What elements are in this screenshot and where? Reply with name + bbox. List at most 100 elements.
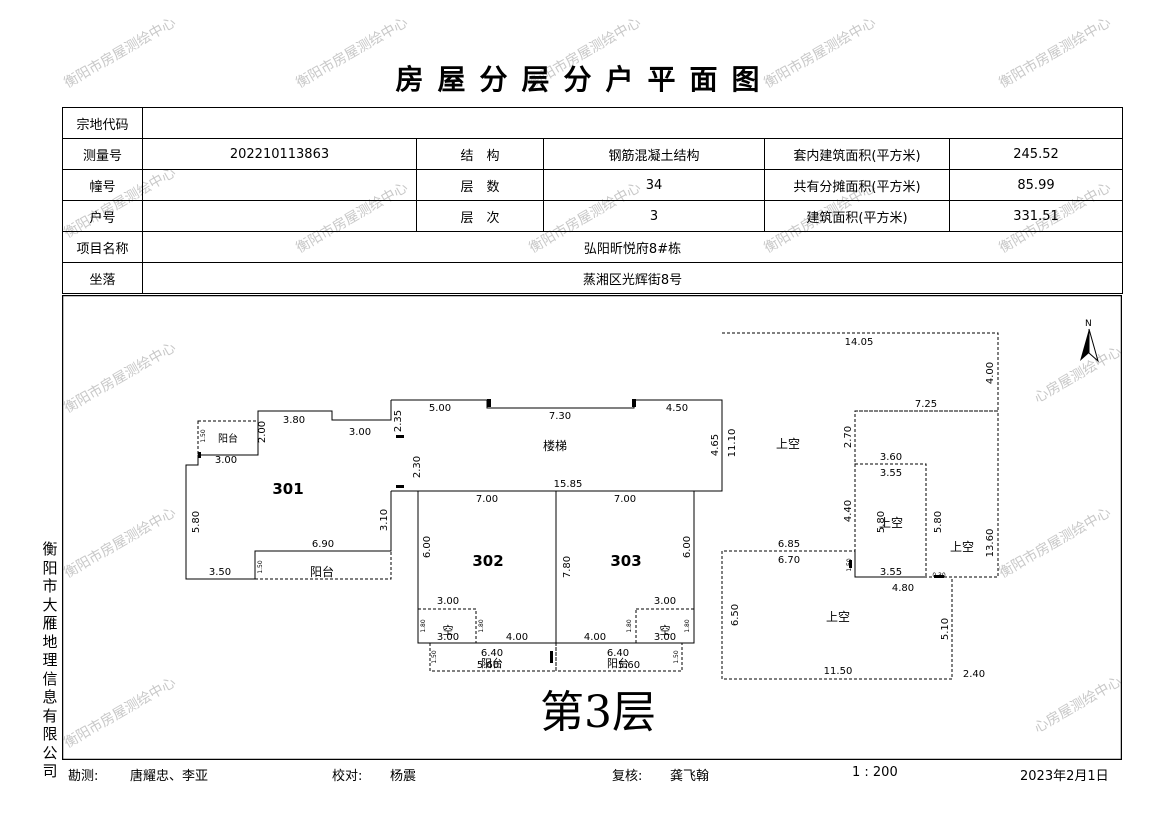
stair-label: 楼梯 <box>543 438 567 453</box>
dim-label: 6.40 <box>481 648 503 659</box>
dim-label: 1.50 <box>257 560 264 574</box>
dim-label: 2.00 <box>257 421 268 443</box>
dim-label: 3.00 <box>215 455 237 466</box>
balcony-302 <box>429 642 557 672</box>
dim-label: 4.00 <box>584 632 606 643</box>
zhuang-value <box>142 169 417 201</box>
jiegou-value: 钢筋混凝土结构 <box>543 138 765 170</box>
dim-label: 3.55 <box>880 468 902 479</box>
dim-label: 7.00 <box>614 494 636 505</box>
dim-label: 5.60 <box>477 660 499 671</box>
dim-label: 0.30 <box>932 572 946 579</box>
wall-303 <box>555 490 695 644</box>
dim-label: 3.00 <box>437 632 459 643</box>
dim-label: 1.50 <box>673 650 680 664</box>
balcony-label: 阳台 <box>218 432 238 445</box>
dim-label: 5.60 <box>618 660 640 671</box>
jiaodui-value: 杨震 <box>390 769 417 784</box>
dim-label: 11.50 <box>824 666 853 677</box>
taonei-label: 套内建筑面积(平方米) <box>764 138 950 170</box>
dim-label: 4.40 <box>843 500 854 522</box>
zhuang-label: 幢号 <box>62 169 143 201</box>
dim-label: 2.35 <box>393 410 404 432</box>
dim-label: 5.80 <box>933 511 944 533</box>
hu-value <box>142 200 417 232</box>
cengshu-label: 层 数 <box>416 169 544 201</box>
fuhe-label: 复核: <box>612 769 643 784</box>
void-bottom <box>721 551 953 680</box>
dim-label: 14.05 <box>845 337 874 348</box>
cengci-label: 层 次 <box>416 200 544 232</box>
celiang-label: 测量号 <box>62 138 143 170</box>
north-arrow-icon: N <box>1080 319 1099 363</box>
dim-label: 1.80 <box>478 619 485 633</box>
dim-label: 5.80 <box>191 511 202 533</box>
kance-label: 勘测: <box>68 769 99 784</box>
dim-label: 3.00 <box>349 427 371 438</box>
room-302-label: 302 <box>472 552 503 570</box>
dim-label: 11.10 <box>727 429 738 458</box>
dim-label: 3.00 <box>437 596 459 607</box>
dim-label: 5.80 <box>876 511 887 533</box>
balcony-303 <box>555 642 683 672</box>
xiangmu-value: 弘阳昕悦府8#栋 <box>141 231 1124 263</box>
scale: 1 : 200 <box>852 765 898 780</box>
dim-label: 13.60 <box>985 529 996 558</box>
wall-301 <box>185 400 392 580</box>
dim-label: 3.00 <box>654 632 676 643</box>
void-label: 上空 <box>879 516 903 530</box>
surveyor-organization: 衡阳市大雁地理信息有限公司 <box>42 540 58 780</box>
kance-value: 唐耀忠、李亚 <box>130 769 209 784</box>
void-label: 上空 <box>950 540 974 554</box>
balcony-label: 阳台 <box>310 564 334 579</box>
dim-label: 3.80 <box>283 415 305 426</box>
kong-label: 空 <box>443 623 454 637</box>
balcony-301-bottom <box>254 550 392 580</box>
dim-label: 6.50 <box>730 604 741 626</box>
room-303-label: 303 <box>610 552 641 570</box>
floor-plan: 301 302 303 楼梯 阳台 阳台 阳台 阳台 空 空 上空 上空 上空 … <box>62 295 1122 760</box>
page-title: 房屋分层分户平面图 <box>395 63 774 96</box>
void-right <box>855 410 999 578</box>
dim-label: 6.85 <box>778 539 800 550</box>
dim-label: 3.60 <box>880 452 902 463</box>
floor-label: 第3层 <box>540 687 656 738</box>
dim-label: 1.50 <box>200 429 207 443</box>
dim-label: 6.90 <box>312 539 334 550</box>
dim-label: 7.00 <box>476 494 498 505</box>
info-table: 宗地代码 测量号 202210113863 结 构 钢筋混凝土结构 套内建筑面积… <box>62 107 1124 294</box>
dim-label: 1.50 <box>431 650 438 664</box>
zuoluo-label: 坐落 <box>62 262 143 294</box>
taonei-value: 245.52 <box>948 138 1124 170</box>
dim-label: 4.80 <box>892 583 914 594</box>
void-label: 上空 <box>776 437 800 451</box>
dim-label: 2.30 <box>412 456 423 478</box>
cengshu-value: 34 <box>543 169 765 201</box>
dim-label: 6.00 <box>422 536 433 558</box>
dim-label: 3.10 <box>379 509 390 531</box>
jiaodui-label: 校对: <box>332 769 363 784</box>
void-label: 上空 <box>826 610 850 624</box>
void-top <box>722 332 999 552</box>
kong-label: 空 <box>660 623 671 637</box>
jianzhu-value: 331.51 <box>948 200 1124 232</box>
dim-label: 15.85 <box>554 479 583 490</box>
hu-label: 户号 <box>62 200 143 232</box>
dim-label: 6.70 <box>778 555 800 566</box>
void-center <box>854 463 927 578</box>
dim-label: 7.25 <box>915 399 937 410</box>
room-301-label: 301 <box>272 480 303 498</box>
dim-label: 7.30 <box>549 411 571 422</box>
dim-label: 6.40 <box>607 648 629 659</box>
dim-label: 5.10 <box>940 618 951 640</box>
cengci-value: 3 <box>543 200 765 232</box>
dim-label: 1.50 <box>846 558 853 572</box>
xiangmu-label: 项目名称 <box>62 231 143 263</box>
zuoluo-value: 蒸湘区光辉街8号 <box>141 262 1124 294</box>
fuhe-value: 龚飞翰 <box>670 769 710 784</box>
plan-frame <box>62 295 1122 760</box>
balcony-301-top <box>197 420 259 456</box>
dim-label: 2.40 <box>963 669 985 680</box>
dim-label: 2.70 <box>843 426 854 448</box>
dim-label: 3.00 <box>654 596 676 607</box>
